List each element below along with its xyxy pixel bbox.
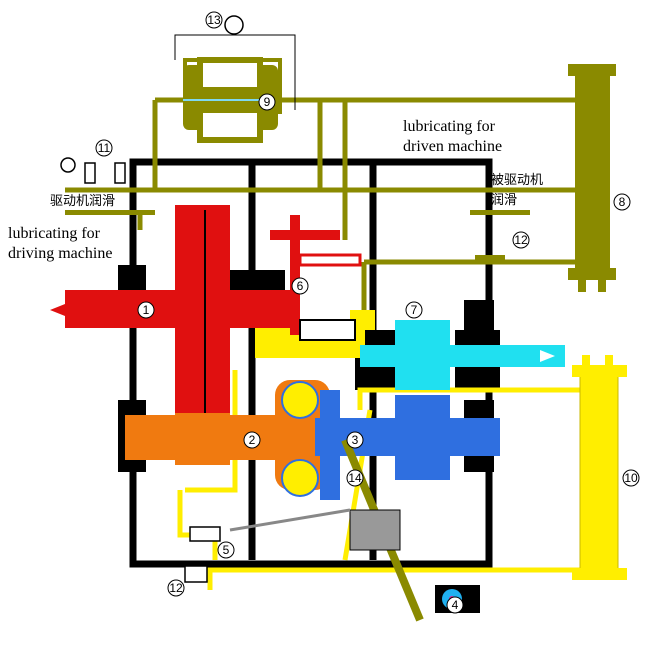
pump-shaft-7 bbox=[360, 320, 565, 390]
output-shaft-3 bbox=[315, 390, 500, 500]
valve-12-left bbox=[184, 565, 208, 583]
callout-number: 14 bbox=[348, 471, 362, 485]
callout-circle bbox=[243, 431, 261, 449]
callout-circle bbox=[346, 431, 364, 449]
valve-5 bbox=[189, 526, 221, 542]
callout-number: 8 bbox=[619, 195, 626, 209]
callout-circle bbox=[613, 193, 631, 211]
callout-number: 5 bbox=[223, 543, 230, 557]
callout-circle bbox=[205, 11, 223, 29]
callout-number: 13 bbox=[207, 13, 221, 27]
callout-number: 12 bbox=[514, 233, 528, 247]
label-driven-line1: lubricating for bbox=[403, 118, 496, 135]
callout-number: 2 bbox=[249, 433, 256, 447]
gauges-11 bbox=[60, 157, 126, 184]
filter-unit-9 bbox=[183, 57, 278, 143]
callout-number: 11 bbox=[98, 141, 111, 155]
callout-circle bbox=[258, 93, 276, 111]
yellow-oil-pipes bbox=[177, 370, 580, 590]
callout-circle bbox=[512, 231, 530, 249]
turbine-2 bbox=[125, 380, 330, 497]
callout-number: 12 bbox=[169, 581, 183, 595]
label-driving-line2: driving machine bbox=[8, 245, 112, 262]
callout-number: 3 bbox=[352, 433, 359, 447]
label-cn-driven-line1: 被驱动机 bbox=[491, 173, 543, 188]
callout-circle bbox=[95, 139, 113, 157]
callout-number: 4 bbox=[452, 598, 459, 612]
callout-circle bbox=[405, 301, 423, 319]
callout-number: 6 bbox=[297, 279, 304, 293]
cooler-8 bbox=[568, 64, 616, 292]
callout-circle bbox=[217, 541, 235, 559]
callout-circle bbox=[167, 579, 185, 597]
scoop-tube-6 bbox=[298, 253, 362, 341]
label-cn-driving: 驱动机润滑 bbox=[50, 194, 115, 209]
callout-number: 7 bbox=[411, 303, 418, 317]
oil-tank-10 bbox=[572, 355, 627, 580]
label-cn-driven-line2: 润滑 bbox=[491, 193, 517, 208]
callout-circle bbox=[446, 596, 464, 614]
callout-number: 1 bbox=[143, 303, 150, 317]
callout-circle bbox=[137, 301, 155, 319]
label-driven-line2: driven machine bbox=[403, 138, 502, 155]
callout-number: 9 bbox=[264, 95, 271, 109]
label-driving-line1: lubricating for bbox=[8, 225, 101, 242]
callout-circle bbox=[346, 469, 364, 487]
control-linkage bbox=[229, 438, 480, 622]
callout-number: 10 bbox=[624, 471, 638, 485]
callout-circle bbox=[622, 469, 640, 487]
drip-bars bbox=[65, 210, 530, 263]
gauge-13 bbox=[174, 15, 296, 110]
callout-circle bbox=[291, 277, 309, 295]
